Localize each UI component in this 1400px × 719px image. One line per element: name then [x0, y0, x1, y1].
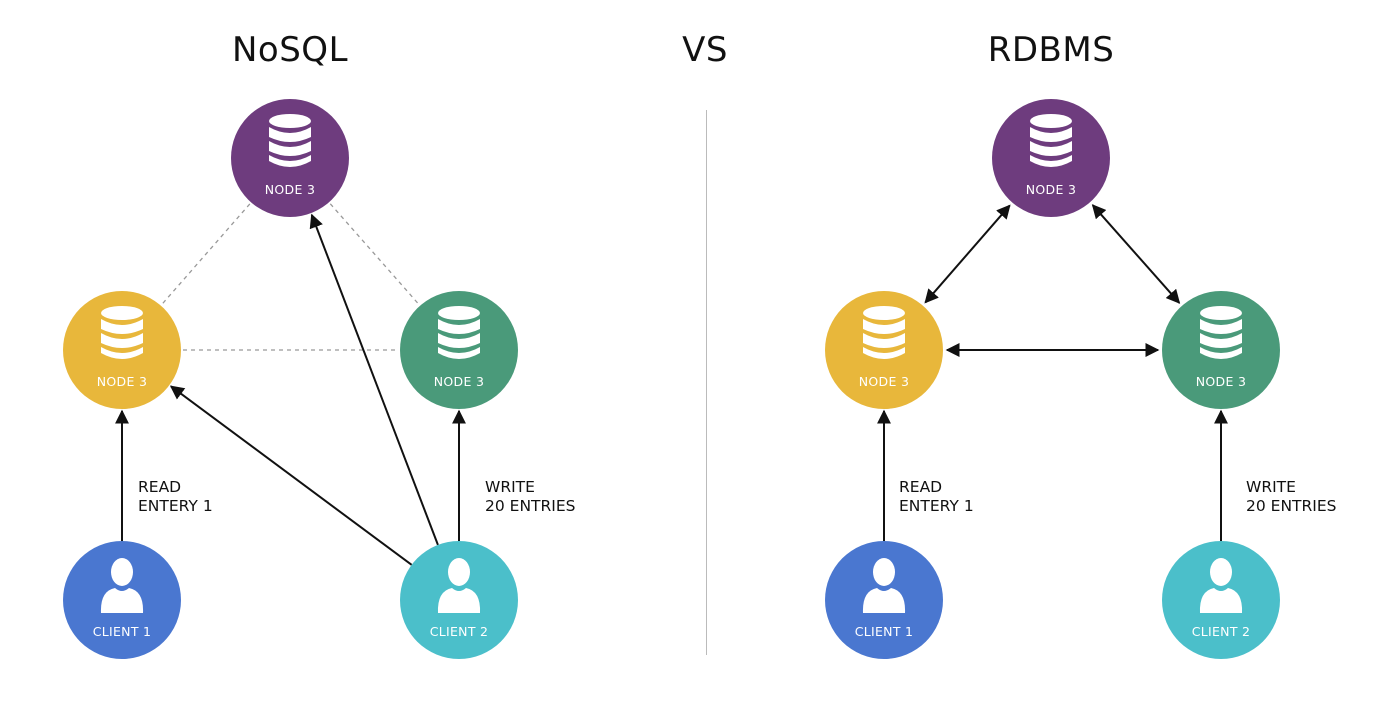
- user-icon: [1196, 557, 1246, 613]
- dashed-link-top-left: [161, 203, 251, 305]
- node-label: NODE 3: [858, 374, 910, 389]
- client-label: CLIENT 1: [854, 624, 914, 639]
- vs-title: VS: [682, 30, 728, 70]
- rdbms-connections: [877, 204, 1228, 541]
- rdbms-title: RDBMS: [987, 30, 1115, 70]
- nosql-read-caption: READ ENTERY 1: [138, 478, 213, 516]
- caption-line: ENTERY 1: [899, 497, 974, 515]
- nosql-client-1: CLIENT 1: [63, 541, 181, 659]
- node-label: NODE 3: [1195, 374, 1247, 389]
- nosql-title: NoSQL: [231, 30, 349, 70]
- rdbms-node-left: NODE 3: [825, 291, 943, 409]
- caption-line: 20 ENTRIES: [485, 497, 576, 515]
- user-icon: [859, 557, 909, 613]
- client-label: CLIENT 1: [92, 624, 152, 639]
- divider: [706, 110, 707, 655]
- arrow-c2-to-left: [169, 385, 413, 566]
- database-icon: [861, 305, 907, 361]
- nosql-node-left: NODE 3: [63, 291, 181, 409]
- node-label: NODE 3: [1025, 182, 1077, 197]
- caption-line: READ: [899, 478, 943, 496]
- caption-line: 20 ENTRIES: [1246, 497, 1337, 515]
- user-icon: [97, 557, 147, 613]
- dashed-link-top-right: [329, 203, 420, 305]
- database-icon: [1198, 305, 1244, 361]
- rdbms-node-top: NODE 3: [992, 99, 1110, 217]
- bidirectional-link-top-left: [924, 204, 1011, 304]
- client-label: CLIENT 2: [1191, 624, 1251, 639]
- database-icon: [99, 305, 145, 361]
- bidirectional-link-top-right: [1091, 204, 1181, 304]
- client-label: CLIENT 2: [429, 624, 489, 639]
- rdbms-node-right: NODE 3: [1162, 291, 1280, 409]
- database-icon: [436, 305, 482, 361]
- node-label: NODE 3: [264, 182, 316, 197]
- rdbms-read-caption: READ ENTERY 1: [899, 478, 974, 516]
- rdbms-client-1: CLIENT 1: [825, 541, 943, 659]
- nosql-write-caption: WRITE 20 ENTRIES: [485, 478, 575, 516]
- caption-line: WRITE: [485, 478, 535, 496]
- node-label: NODE 3: [433, 374, 485, 389]
- nosql-connections: [115, 203, 466, 566]
- nosql-node-right: NODE 3: [400, 291, 518, 409]
- database-icon: [267, 113, 313, 169]
- nosql-node-top: NODE 3: [231, 99, 349, 217]
- caption-line: ENTERY 1: [138, 497, 213, 515]
- node-label: NODE 3: [96, 374, 148, 389]
- user-icon: [434, 557, 484, 613]
- rdbms-write-caption: WRITE 20 ENTRIES: [1246, 478, 1336, 516]
- arrow-c2-to-top: [309, 213, 439, 546]
- nosql-client-2: CLIENT 2: [400, 541, 518, 659]
- caption-line: WRITE: [1246, 478, 1296, 496]
- rdbms-client-2: CLIENT 2: [1162, 541, 1280, 659]
- database-icon: [1028, 113, 1074, 169]
- caption-line: READ: [138, 478, 182, 496]
